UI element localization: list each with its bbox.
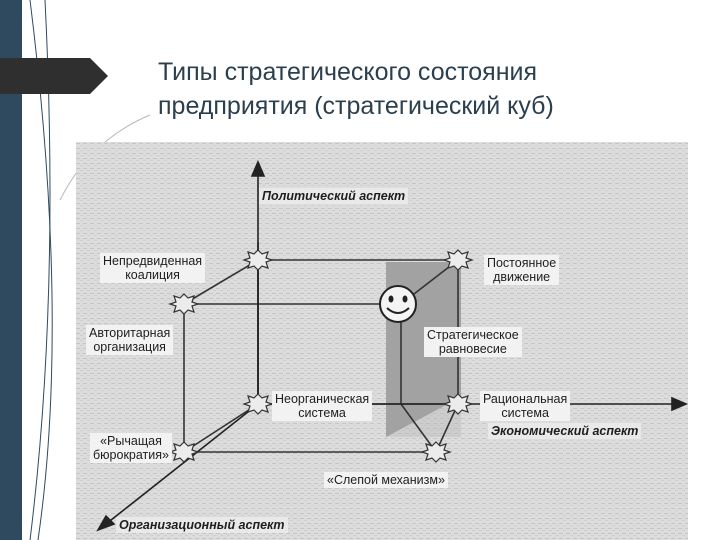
political-axis-arrowhead — [250, 159, 266, 177]
strategic-cube-diagram: Политический аспект Непредвиденная коали… — [76, 142, 688, 540]
node-inorganic — [242, 393, 274, 415]
inorganic-system-label: Неорганическая система — [272, 391, 373, 421]
node-constant-motion — [442, 249, 474, 271]
node-rational — [442, 393, 474, 415]
state-nodes — [168, 249, 474, 463]
rational-line-1: Рациональная — [483, 392, 568, 406]
rational-line-2: система — [501, 406, 549, 420]
organizational-axis-arrowhead — [96, 514, 116, 532]
organizational-aspect-label: Организационный аспект — [116, 517, 288, 533]
node-authoritarian — [168, 293, 200, 315]
bureaucracy-line-1: «Рычащая — [100, 434, 162, 448]
sidebar-bar — [0, 0, 22, 540]
rational-system-label: Рациональная система — [480, 391, 571, 421]
authoritarian-line-1: Авторитарная — [89, 326, 171, 340]
unpredictable-coalition-label: Непредвиденная коалиция — [100, 253, 206, 283]
unpredictable-coalition-line-2: коалиция — [125, 268, 180, 282]
economic-axis-arrowhead — [671, 396, 688, 412]
economic-aspect-label: Экономический аспект — [488, 423, 642, 439]
organizational-axis — [105, 403, 259, 525]
roaring-bureaucracy-label: «Рычащая бюрократия» — [90, 433, 172, 463]
constant-motion-line-2: движение — [493, 270, 551, 284]
bureaucracy-line-2: бюрократия» — [93, 448, 169, 462]
inorganic-line-1: Неорганическая — [275, 392, 370, 406]
node-bureaucracy — [168, 441, 200, 463]
constant-motion-line-1: Постоянное — [487, 256, 557, 270]
title-arrow-marker — [0, 58, 108, 94]
slide-title-line-2: предприятия (стратегический куб) — [158, 92, 554, 120]
constant-motion-label: Постоянное движение — [484, 255, 560, 285]
equilibrium-line-2: равновесие — [438, 342, 507, 356]
authoritarian-organization-label: Авторитарная организация — [86, 325, 174, 355]
inorganic-line-2: система — [298, 406, 346, 420]
node-unpredictable-coalition — [242, 249, 274, 271]
slide-title: Типы стратегического состояния предприят… — [158, 55, 698, 123]
authoritarian-line-2: организация — [93, 340, 166, 354]
smiley-icon — [379, 285, 417, 323]
blind-mechanism-label: «Слепой механизм» — [324, 472, 448, 488]
equilibrium-line-1: Стратегическое — [427, 328, 519, 342]
node-blind-mechanism — [420, 441, 452, 463]
political-aspect-label: Политический аспект — [259, 188, 409, 204]
slide-title-line-1: Типы стратегического состояния — [158, 58, 538, 86]
strategic-equilibrium-label: Стратегическое равновесие — [424, 327, 522, 357]
unpredictable-coalition-line-1: Непредвиденная — [103, 254, 203, 268]
